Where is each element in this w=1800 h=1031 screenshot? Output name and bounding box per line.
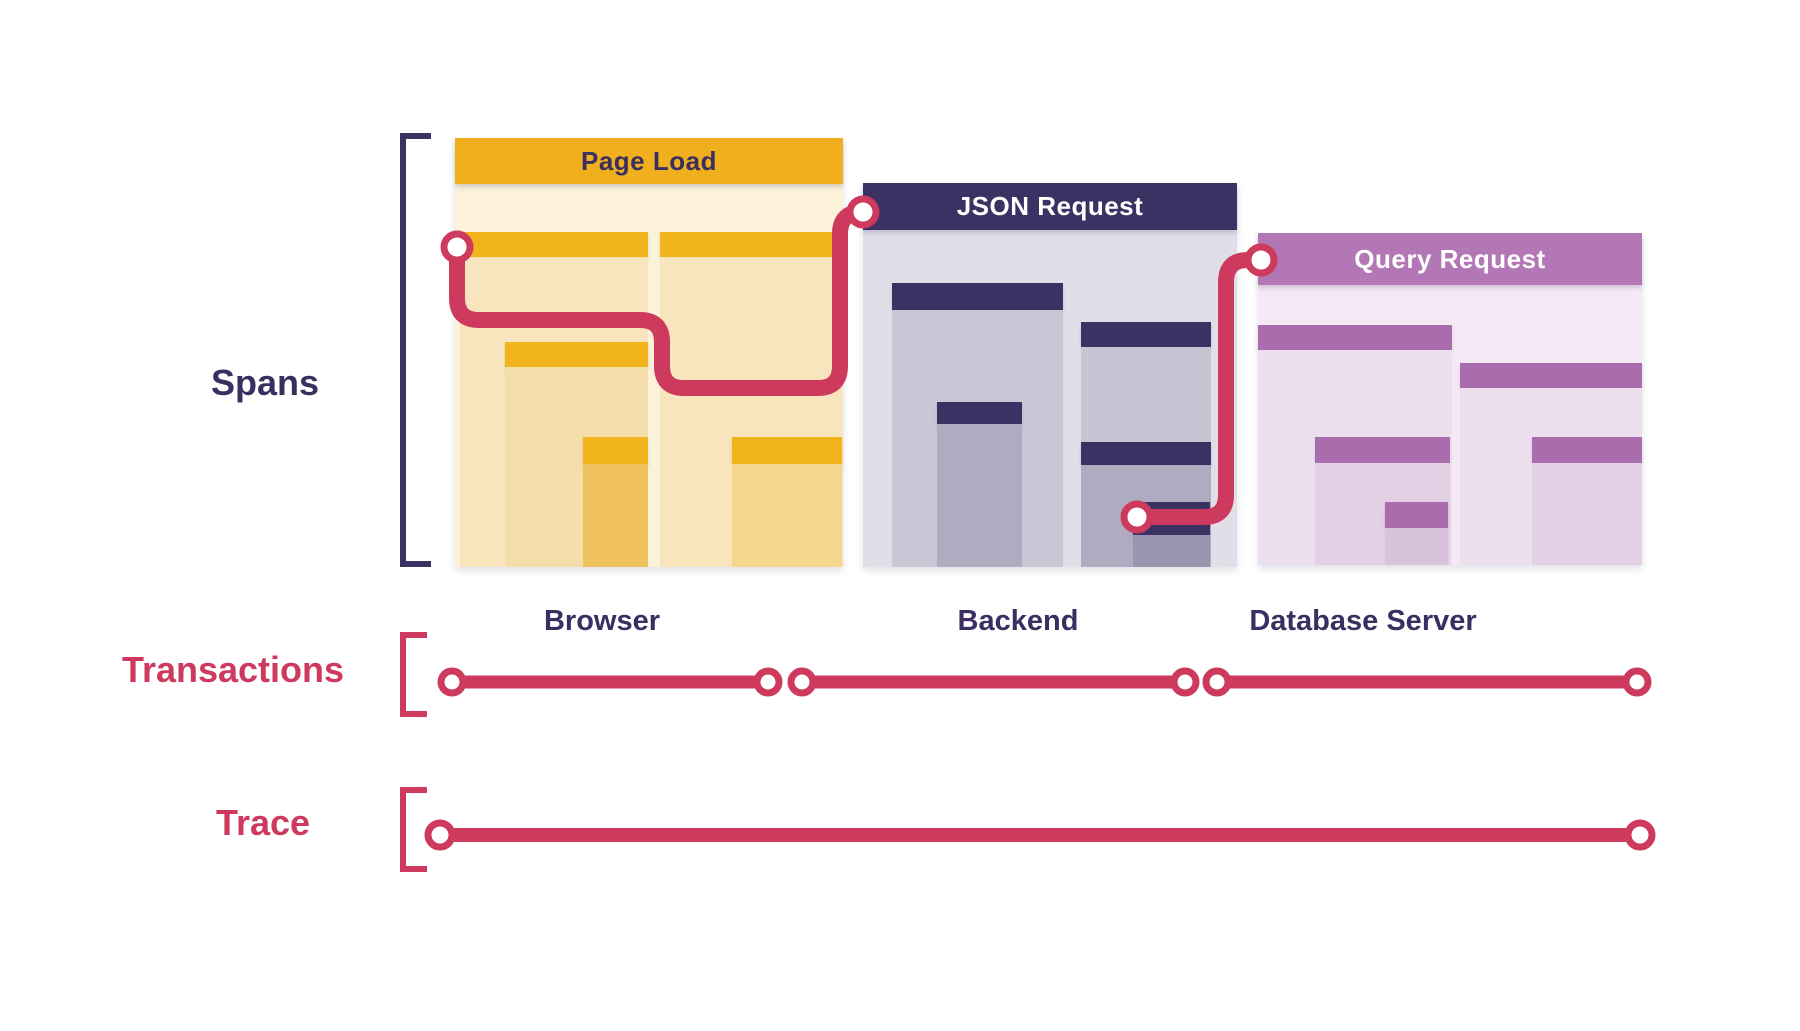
page-load-title: Page Load xyxy=(581,145,717,176)
span-body xyxy=(1133,535,1210,567)
query-request-card: Query Request xyxy=(1258,233,1642,565)
span-block xyxy=(1532,437,1642,565)
span-header xyxy=(732,437,842,464)
span-header xyxy=(1385,502,1448,528)
span-header xyxy=(1081,442,1211,465)
database-server-label: Database Server xyxy=(1249,605,1477,637)
query-request-title: Query Request xyxy=(1354,243,1546,274)
span-body xyxy=(1385,528,1448,565)
backend-label: Backend xyxy=(957,605,1079,637)
transactions-row-label: Transactions xyxy=(121,649,345,690)
span-body xyxy=(732,464,842,567)
span-header xyxy=(1460,363,1642,388)
transaction-node xyxy=(1202,667,1232,697)
span-header xyxy=(505,342,648,367)
span-header xyxy=(1081,322,1211,347)
transaction-node xyxy=(437,667,467,697)
span-header xyxy=(1133,502,1210,535)
transaction-node xyxy=(1622,667,1652,697)
span-header xyxy=(1258,325,1452,350)
trace-endpoint-node xyxy=(1624,819,1656,851)
query-request-header: Query Request xyxy=(1258,233,1642,285)
span-block xyxy=(937,402,1022,567)
span-body xyxy=(937,424,1022,567)
span-header xyxy=(1532,437,1642,463)
page-load-card: Page Load xyxy=(455,138,843,567)
span-header xyxy=(892,283,1063,310)
transactions-bracket xyxy=(400,632,427,717)
span-header xyxy=(660,232,843,257)
span-block xyxy=(583,437,648,567)
transaction-node xyxy=(1170,667,1200,697)
span-header xyxy=(937,402,1022,424)
span-header xyxy=(1315,437,1450,463)
browser-label: Browser xyxy=(543,605,661,637)
span-block xyxy=(732,437,842,567)
trace-row-label: Trace xyxy=(215,802,311,843)
json-request-card: JSON Request xyxy=(863,183,1237,567)
json-request-title: JSON Request xyxy=(956,191,1144,221)
span-body xyxy=(583,464,648,567)
trace-endpoint-node xyxy=(424,819,456,851)
transaction-node xyxy=(753,667,783,697)
transaction-node xyxy=(787,667,817,697)
span-header xyxy=(583,437,648,464)
span-body xyxy=(1532,463,1642,565)
trace-bracket xyxy=(400,787,427,872)
span-block xyxy=(1133,502,1210,567)
json-request-header: JSON Request xyxy=(863,183,1237,230)
page-load-header: Page Load xyxy=(455,138,843,184)
span-header xyxy=(460,232,648,257)
spans-row-label: Spans xyxy=(210,362,320,403)
span-block xyxy=(1385,502,1448,565)
spans-bracket xyxy=(400,133,431,567)
